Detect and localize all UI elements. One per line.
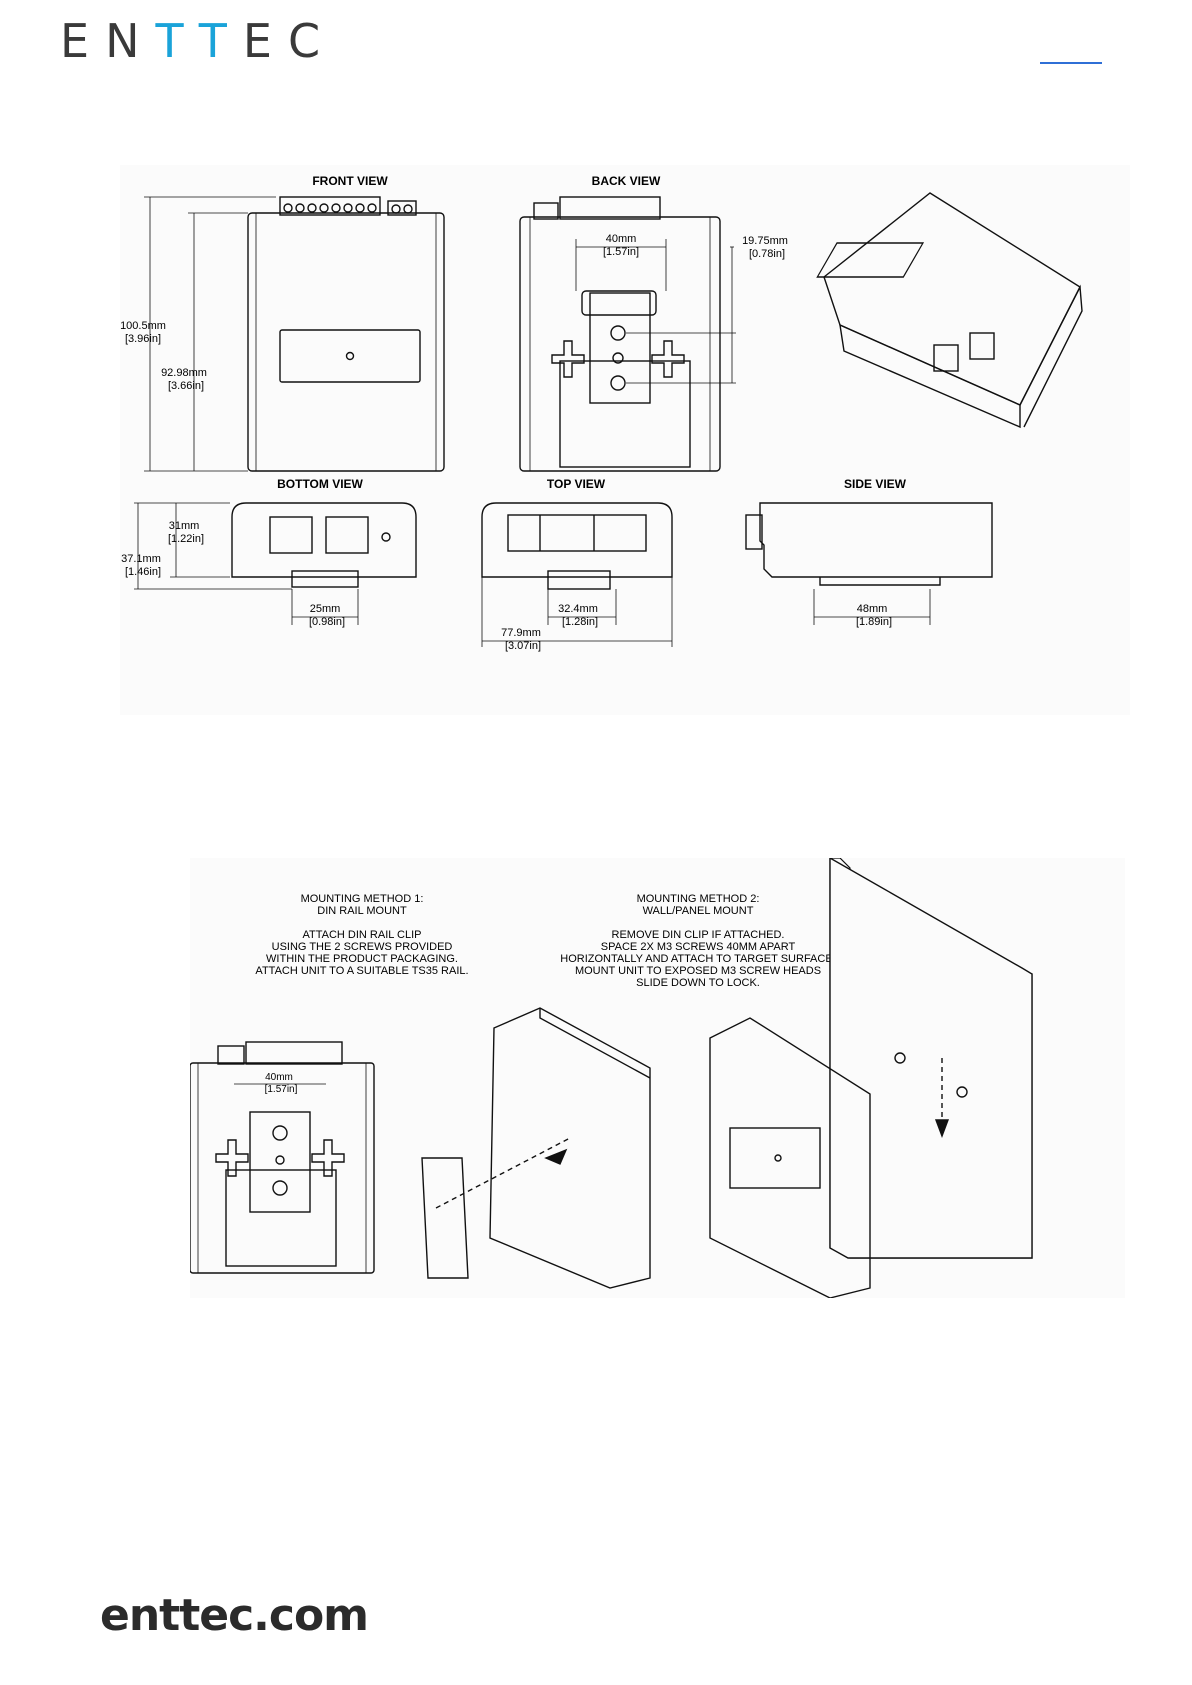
bottom-height-body-in: [1.22in] [168, 533, 204, 545]
front-height-outer: 100.5mm [120, 320, 166, 332]
method1-title: MOUNTING METHOD 1: [301, 893, 424, 905]
back-clip-width: 40mm [606, 233, 637, 245]
method1-subtitle: DIN RAIL MOUNT [317, 905, 407, 917]
top-width: 77.9mm [501, 627, 541, 639]
method2-subtitle: WALL/PANEL MOUNT [643, 905, 754, 917]
method2-line: HORIZONTALLY AND ATTACH TO TARGET SURFAC… [560, 953, 835, 965]
method1-line: USING THE 2 SCREWS PROVIDED [272, 941, 453, 953]
logo-letter: C [287, 14, 337, 68]
bottom-height-total-in: [1.46in] [125, 566, 161, 578]
mounting-drawing: MOUNTING METHOD 1: DIN RAIL MOUNT ATTACH… [190, 858, 1125, 1298]
method2-line: SPACE 2X M3 SCREWS 40MM APART [601, 941, 796, 953]
side-depth-in: [1.89in] [856, 616, 892, 628]
bottom-height-total: 37.1mm [121, 553, 161, 565]
back-screw-spacing: 19.75mm [742, 235, 788, 247]
dimension-drawing: FRONT VIEW 100.5mm [3.96in] 92.98mm [3.6… [120, 165, 1130, 715]
front-height-outer-in: [3.96in] [125, 333, 161, 345]
logo-letter: T [198, 14, 243, 68]
top-view-title: TOP VIEW [547, 477, 606, 491]
front-height-inner-in: [3.66in] [168, 380, 204, 392]
mount-clip-width-in: [1.57in] [265, 1084, 298, 1095]
front-view-title: FRONT VIEW [312, 174, 388, 188]
front-terminal-block [279, 196, 417, 216]
logo-letter: T [155, 14, 199, 68]
enttec-logo: ENTTEC [60, 14, 336, 68]
method2-title: MOUNTING METHOD 2: [637, 893, 760, 905]
top-width-in: [3.07in] [505, 640, 541, 652]
footer-website: enttec.com [100, 1590, 369, 1641]
isometric-view [816, 192, 1083, 429]
back-clip-width-in: [1.57in] [603, 246, 639, 258]
front-height-inner: 92.98mm [161, 367, 207, 379]
bottom-view-title: BOTTOM VIEW [277, 477, 363, 491]
method2-line: SLIDE DOWN TO LOCK. [636, 977, 760, 989]
top-clip-width-in: [1.28in] [562, 616, 598, 628]
back-screw-spacing-in: [0.78in] [749, 248, 785, 260]
logo-letter: N [105, 14, 156, 68]
back-view-title: BACK VIEW [592, 174, 661, 188]
logo-letter: E [242, 14, 288, 68]
bottom-clip-width-in: [0.98in] [309, 616, 345, 628]
side-depth: 48mm [857, 603, 888, 615]
bottom-clip-width: 25mm [310, 603, 341, 615]
method2-line: MOUNT UNIT TO EXPOSED M3 SCREW HEADS [575, 965, 821, 977]
side-view-title: SIDE VIEW [844, 477, 907, 491]
mount-clip-width: 40mm [265, 1072, 293, 1083]
method1-line: WITHIN THE PRODUCT PACKAGING. [266, 953, 458, 965]
header-link-underline[interactable] [1040, 62, 1102, 64]
method2-line: REMOVE DIN CLIP IF ATTACHED. [612, 929, 785, 941]
method1-line: ATTACH UNIT TO A SUITABLE TS35 RAIL. [255, 965, 468, 977]
logo-letter: E [60, 14, 106, 68]
top-clip-width: 32.4mm [558, 603, 598, 615]
bottom-height-body: 31mm [169, 520, 200, 532]
method1-line: ATTACH DIN RAIL CLIP [303, 929, 422, 941]
